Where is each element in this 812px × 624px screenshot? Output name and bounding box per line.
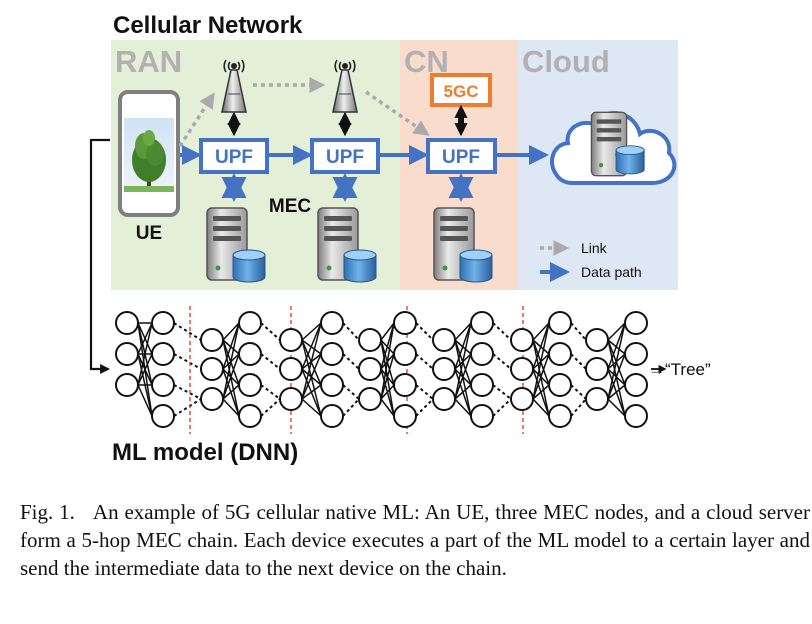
upf-label: UPF: [326, 147, 364, 168]
neuron: [510, 387, 534, 411]
neuron: [432, 328, 456, 352]
neuron: [151, 342, 175, 366]
neuron: [320, 404, 344, 428]
dnn-neurons: [115, 311, 648, 428]
neuron: [624, 311, 648, 335]
cloud-label: Cloud: [522, 44, 610, 79]
ue-to-model-connector: [89, 138, 110, 374]
neuron: [624, 373, 648, 397]
neuron: [115, 342, 139, 366]
ue-label: UE: [136, 223, 162, 244]
neuron: [548, 342, 572, 366]
ue-phone: [118, 90, 180, 217]
neuron: [358, 328, 382, 352]
neuron: [238, 342, 262, 366]
neuron: [585, 387, 609, 411]
neuron: [548, 311, 572, 335]
ran-label: RAN: [115, 44, 182, 79]
neuron: [624, 404, 648, 428]
neuron: [320, 342, 344, 366]
neuron: [200, 357, 224, 381]
neuron: [510, 328, 534, 352]
dnn-edges: [137, 322, 626, 417]
neuron: [238, 404, 262, 428]
figure-label: Fig. 1.: [20, 500, 75, 524]
dnn-skip-links: [173, 322, 587, 417]
neuron: [393, 404, 417, 428]
neuron: [200, 328, 224, 352]
neuron: [115, 373, 139, 397]
link-paths: [178, 77, 430, 147]
neuron: [585, 328, 609, 352]
neuron: [151, 373, 175, 397]
legend-link: Link: [581, 240, 608, 256]
neuron: [393, 342, 417, 366]
neuron: [320, 311, 344, 335]
neuron: [279, 328, 303, 352]
diagram-title: Cellular Network: [113, 12, 303, 39]
neuron: [238, 311, 262, 335]
output-label: →“Tree”: [648, 360, 711, 379]
neuron: [393, 311, 417, 335]
neuron: [320, 373, 344, 397]
control-links: [227, 104, 468, 137]
neuron: [548, 404, 572, 428]
neuron: [548, 373, 572, 397]
figure-caption: Fig. 1.An example of 5G cellular native …: [20, 498, 810, 582]
core-5gc-label: 5GC: [444, 82, 479, 101]
legend: Link Data path: [540, 240, 642, 282]
ml-model-title: ML model (DNN): [112, 439, 298, 466]
neuron: [585, 357, 609, 381]
caption-text: An example of 5G cellular native ML: An …: [20, 500, 810, 580]
neuron: [358, 357, 382, 381]
upf-box: [199, 138, 269, 174]
upf-box: [310, 138, 380, 174]
tree-image: [124, 130, 174, 192]
mec-vertical-links: [221, 173, 474, 202]
neuron: [200, 387, 224, 411]
core-5gc-box: [430, 73, 492, 107]
neuron: [393, 373, 417, 397]
upf-label: UPF: [442, 147, 480, 168]
neuron: [358, 387, 382, 411]
legend-data-path: Data path: [581, 264, 642, 280]
neuron: [279, 357, 303, 381]
neuron: [238, 373, 262, 397]
neuron: [470, 311, 494, 335]
upf-box: [426, 138, 497, 174]
neuron: [470, 373, 494, 397]
neuron: [470, 342, 494, 366]
neuron: [470, 404, 494, 428]
mec-label: MEC: [269, 196, 312, 217]
neuron: [432, 387, 456, 411]
neuron: [510, 357, 534, 381]
upf-label: UPF: [215, 147, 253, 168]
neuron: [279, 387, 303, 411]
neuron: [151, 404, 175, 428]
neuron: [151, 311, 175, 335]
neuron: [432, 357, 456, 381]
neuron: [115, 311, 139, 335]
neuron: [624, 342, 648, 366]
network-diagram: Cellular Network RAN CN Cloud UE 5GC: [89, 12, 711, 466]
